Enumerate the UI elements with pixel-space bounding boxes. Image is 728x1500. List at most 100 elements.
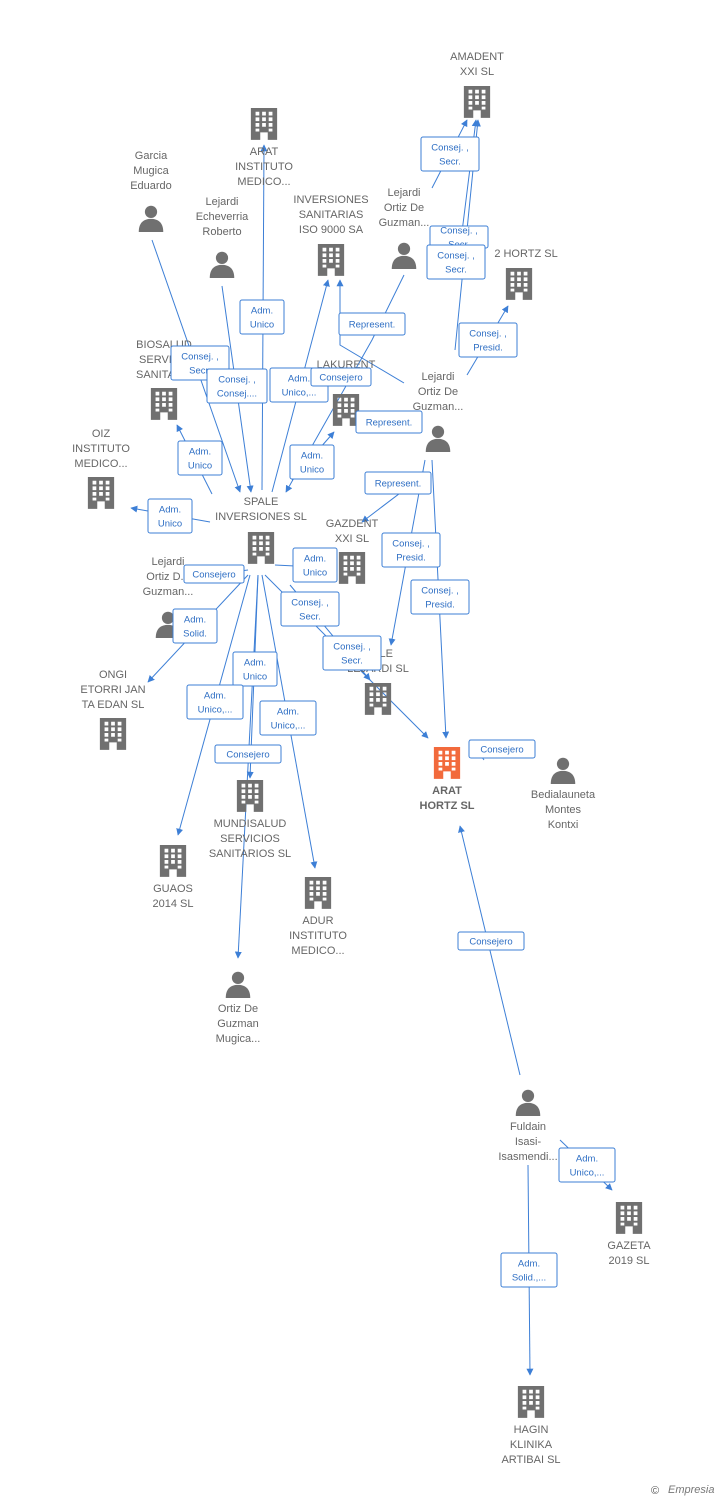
edge-line — [285, 274, 405, 493]
edge-label-text: Unico — [243, 672, 267, 683]
edge-label-box — [500, 1252, 558, 1288]
edge-label-box — [381, 532, 441, 568]
edge-label-text: Unico,... — [198, 705, 233, 716]
node-label: Echeverria — [196, 211, 249, 223]
edge-label[interactable]: Consej. ,Secr. — [420, 136, 480, 172]
edge-label[interactable]: Consejero — [183, 564, 245, 584]
edge-label[interactable]: Adm.Unico — [232, 651, 278, 687]
edge-label[interactable]: Consejero — [214, 744, 282, 764]
edge-label[interactable]: Consej. ,Presid. — [410, 579, 470, 615]
edge-label[interactable]: Consejero — [457, 931, 525, 951]
node-label: SPALE — [244, 496, 279, 508]
node-label: INSTITUTO — [72, 443, 130, 455]
edge-label[interactable]: Consejero — [310, 367, 372, 387]
edge-label-box — [458, 322, 518, 358]
node-hortz2[interactable]: 2 HORTZ SL — [494, 248, 558, 300]
edge-label-text: Unico — [188, 461, 212, 472]
edge-label-box — [457, 931, 525, 951]
node-label: INVERSIONES SL — [215, 511, 307, 523]
edge-label[interactable]: Consej. , Secr. — [322, 635, 382, 671]
edge-label-text: Consej. , — [291, 598, 329, 609]
edge-label[interactable]: Consej. ,Consej.... — [206, 368, 268, 404]
edge-label-text: Represent. — [349, 320, 395, 331]
node-arat_instituto[interactable]: ARATINSTITUTOMEDICO... — [235, 108, 293, 188]
edge-label-text: Consej. , — [333, 642, 371, 653]
edge-label[interactable]: Consejero — [468, 739, 536, 759]
edge-label-box — [206, 368, 268, 404]
node-label: Ortiz De — [384, 202, 424, 214]
node-label: ARAT — [432, 785, 462, 797]
node-fuldain[interactable]: FuldainIsasi-Isasmendi... — [498, 1089, 558, 1163]
edge-label[interactable]: Adm.Unico,... — [558, 1147, 616, 1183]
edge-label[interactable]: Consej. , Secr. — [280, 591, 340, 627]
node-label: ARAT — [250, 146, 279, 158]
edge-label[interactable]: Adm.Unico — [292, 547, 338, 583]
edge-label[interactable]: Adm.Unico — [147, 498, 193, 534]
node-label: Isasmendi... — [498, 1151, 557, 1163]
node-label: MEDICO... — [237, 176, 290, 188]
building-icon — [159, 845, 187, 877]
edge-label-box — [280, 591, 340, 627]
edge-label[interactable]: Consej. ,Secr. — [426, 244, 486, 280]
node-label: Garcia — [135, 150, 168, 162]
node-label: ETORRI JAN — [80, 684, 145, 696]
edge-label[interactable]: Represent. — [355, 410, 423, 434]
building-icon — [338, 552, 366, 584]
node-label: SERVICIOS — [220, 833, 280, 845]
node-label: Guzman — [217, 1018, 259, 1030]
edge-label[interactable]: Represent. — [338, 312, 406, 336]
edge-label[interactable]: Represent. — [364, 471, 432, 495]
person-icon — [391, 242, 417, 269]
edge-label-box — [338, 312, 406, 336]
edge-label[interactable]: Adm.Solid. — [172, 608, 218, 644]
edge-label-box — [214, 744, 282, 764]
edge-line — [336, 279, 405, 384]
edge-label-text: Consejero — [469, 937, 512, 948]
node-label: Ortiz De — [418, 386, 458, 398]
node-label: Ortiz D... — [146, 571, 189, 583]
edge-label[interactable]: Adm.Unico — [177, 440, 223, 476]
edge-label[interactable]: Adm.Solid.,... — [500, 1252, 558, 1288]
building-icon — [505, 268, 533, 300]
node-label: Guzman... — [143, 586, 194, 598]
node-label: HAGIN — [514, 1424, 549, 1436]
edge-label-text: Consej. , — [437, 251, 475, 262]
edge-label[interactable]: Adm.Unico,... — [259, 700, 317, 736]
edge-label-box — [172, 608, 218, 644]
building-icon — [150, 388, 178, 420]
building-icon — [433, 747, 461, 779]
edge-label[interactable]: Adm.Unico — [239, 299, 285, 335]
edge-label[interactable]: Adm.Unico,... — [186, 684, 244, 720]
node-adur[interactable]: ADURINSTITUTOMEDICO... — [289, 877, 347, 957]
edge-label-text: Secr. — [299, 612, 321, 623]
edge-label-text: Secr. — [341, 656, 363, 667]
edge-label[interactable]: Adm.Unico — [289, 444, 335, 480]
edge-label-text: Unico — [303, 568, 327, 579]
edge-label-text: Consej. , — [218, 375, 256, 386]
node-oiz[interactable]: OIZINSTITUTOMEDICO... — [72, 428, 130, 509]
edge-label-text: Adm. — [184, 615, 206, 626]
node-ortiz_de_guzman[interactable]: Ortiz DeGuzmanMugica... — [216, 971, 261, 1045]
person-icon — [225, 971, 251, 998]
edge-label-text: Adm. — [576, 1154, 598, 1165]
node-spale[interactable]: SPALE INVERSIONES SL — [215, 496, 307, 564]
edge-label[interactable]: Consej. ,Presid. — [458, 322, 518, 358]
edge-label-text: Presid. — [396, 553, 426, 564]
edge-label[interactable]: Consej. ,Presid. — [381, 532, 441, 568]
